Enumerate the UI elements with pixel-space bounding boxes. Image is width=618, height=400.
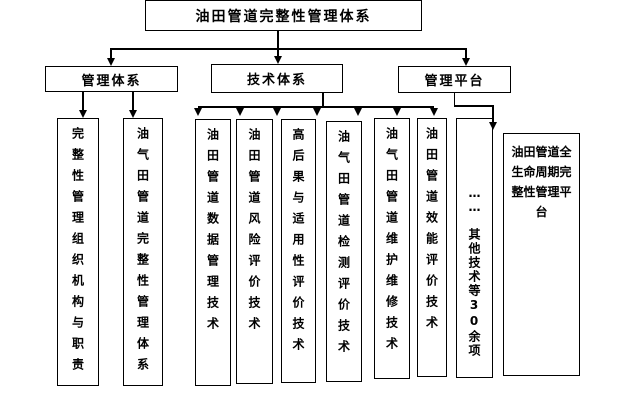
technology-item-3: 高后果与适用性评价技术 <box>281 119 316 383</box>
connector <box>82 92 84 110</box>
label: 油田管道数据管理技术 <box>205 128 220 338</box>
technology-item-2: 油田管道风险评价技术 <box>236 119 273 384</box>
connector <box>132 92 134 110</box>
connector <box>110 48 112 58</box>
technology-item-1: 油田管道数据管理技术 <box>195 119 231 386</box>
technology-item-5: 油气田管道维护维修技术 <box>374 118 410 379</box>
arrow-icon <box>274 56 282 64</box>
connector <box>454 105 494 107</box>
arrow-icon <box>129 110 137 118</box>
arrow-icon <box>489 122 497 130</box>
arrow-icon <box>79 110 87 118</box>
technology-item-6: 油田管道效能评价技术 <box>417 118 447 377</box>
label: 油田管道全生命周期完整性管理平台 <box>511 145 572 219</box>
connector <box>492 105 494 123</box>
label: 油气田管道维护维修技术 <box>384 127 399 358</box>
management-item-1: 完整性管理组织机构与职责 <box>57 118 99 386</box>
arrow-icon <box>462 58 470 66</box>
management-system-box: 管理体系 <box>45 66 178 92</box>
arrow-icon <box>354 108 362 116</box>
connector <box>110 48 467 50</box>
root-box: 油田管道完整性管理体系 <box>145 0 422 31</box>
label: 油田管道风险评价技术 <box>247 128 261 338</box>
label: 完整性管理组织机构与职责 <box>70 127 85 379</box>
label: 管理平台 <box>424 74 485 89</box>
label: 油田管道效能评价技术 <box>424 127 439 337</box>
arrow-icon <box>236 108 244 116</box>
technology-system-box: 技术体系 <box>211 64 343 93</box>
technology-item-4: 油气田管道检测评价技术 <box>326 121 362 382</box>
arrow-icon <box>393 108 401 116</box>
platform-item: 油田管道全生命周期完整性管理平台 <box>503 133 580 376</box>
connector <box>277 48 279 56</box>
arrow-icon <box>194 108 202 116</box>
connector <box>198 106 434 108</box>
arrow-icon <box>430 108 438 116</box>
arrow-icon <box>313 108 321 116</box>
connector <box>322 93 324 106</box>
management-platform-box: 管理平台 <box>398 66 511 93</box>
label: 其他技术等30余项 <box>467 228 481 358</box>
connector <box>277 31 279 48</box>
label: 技术体系 <box>246 73 307 88</box>
management-item-2: 油气田管道完整性管理体系 <box>123 118 163 386</box>
arrow-icon <box>273 108 281 116</box>
technology-item-other: …… 其他技术等30余项 <box>456 118 493 378</box>
arrow-icon <box>107 58 115 66</box>
label: 油气田管道检测评价技术 <box>336 130 351 361</box>
label: 油气田管道完整性管理体系 <box>135 127 150 379</box>
ellipsis: …… <box>467 186 482 214</box>
root-label: 油田管道完整性管理体系 <box>195 8 372 25</box>
connector <box>465 48 467 58</box>
connector <box>454 93 455 106</box>
label: 高后果与适用性评价技术 <box>291 128 305 359</box>
label: 管理体系 <box>81 73 142 89</box>
